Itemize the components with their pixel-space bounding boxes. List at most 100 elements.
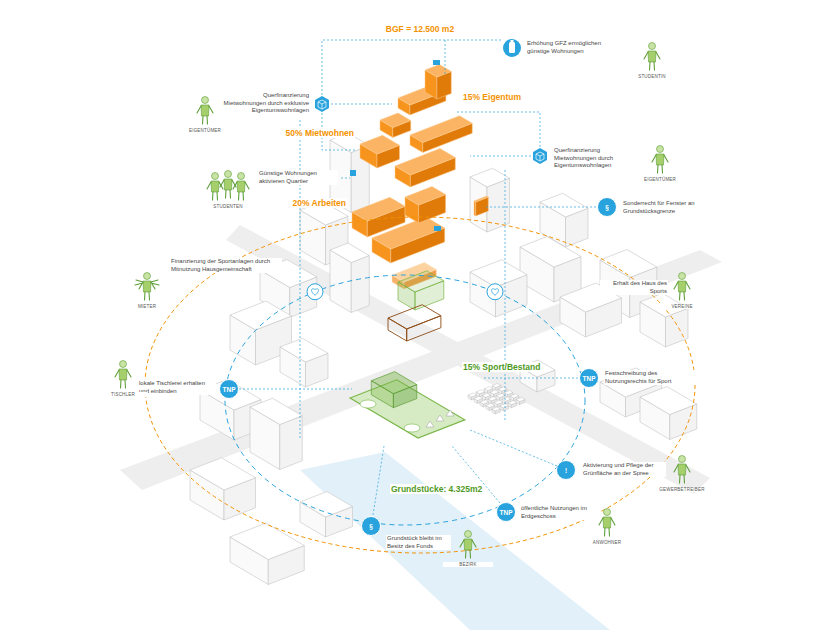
block-face	[640, 387, 697, 415]
orange-ring	[145, 217, 695, 553]
heart-glyph	[492, 289, 499, 296]
figure-limbs	[652, 155, 668, 173]
block-face	[352, 197, 405, 221]
figure-head	[120, 361, 127, 368]
hexagon-icon	[315, 96, 329, 112]
callout-note: Erhöhung GFZ ermöglichen günstige Wohnun…	[526, 40, 626, 55]
leader-line	[486, 207, 596, 208]
figure-body	[201, 105, 209, 116]
person-figure	[135, 273, 159, 301]
heart-icon	[307, 284, 323, 300]
tent	[436, 415, 444, 421]
figure-limbs	[674, 465, 690, 483]
floor-block	[352, 197, 405, 237]
figure-head	[465, 531, 472, 538]
percentage-label: 20% Arbeiten	[291, 198, 347, 208]
block-face	[516, 397, 525, 401]
sports-hall	[371, 372, 417, 408]
person-figure	[233, 173, 249, 201]
figure-caption: ANWOHNER	[582, 540, 632, 545]
figure-limbs	[207, 182, 223, 200]
floor-block	[380, 113, 411, 138]
figure-body	[464, 539, 472, 550]
heart-icon	[487, 284, 503, 300]
figure-head	[657, 146, 664, 153]
icon-symbol: TNP	[583, 375, 596, 382]
blue-ring	[225, 275, 585, 525]
person-figure	[652, 146, 668, 174]
figure-head	[202, 97, 209, 104]
marker-square	[350, 170, 356, 176]
callout-note: Erhalt des Haus des Sports	[600, 280, 668, 295]
marker-square	[434, 226, 441, 231]
figure-body	[648, 51, 656, 62]
block-face	[494, 400, 503, 404]
percentage-label: 15% Eigentum	[462, 92, 522, 102]
block-face	[492, 407, 501, 411]
context-building	[640, 387, 697, 440]
leader-line	[505, 170, 506, 420]
heart-circle	[487, 284, 503, 300]
heart-circle	[307, 284, 323, 300]
figure-body	[119, 369, 127, 380]
figure-head	[679, 456, 686, 463]
block-face	[480, 400, 489, 404]
hexagon-icon	[533, 148, 547, 164]
figure-caption: EIGENTÜMER	[180, 128, 230, 133]
callout-note: Querfinanzierung Mietwohnungen durch Eig…	[553, 147, 643, 170]
block-face	[398, 271, 444, 292]
area-label: BGF = 12.500 m2	[385, 24, 455, 34]
figure-body	[211, 181, 219, 192]
person-figure	[674, 273, 690, 301]
figure-caption: EIGENTÜMER	[635, 177, 685, 182]
seating-block	[492, 407, 501, 414]
figure-limbs	[135, 280, 159, 300]
figure-caption: MIETER	[122, 304, 172, 309]
icon-circle: §	[361, 516, 381, 536]
block-face	[492, 383, 501, 387]
floor-block	[474, 196, 488, 216]
block-face	[468, 393, 477, 397]
leader-line	[470, 156, 531, 157]
leader-line	[445, 40, 446, 74]
block-face	[600, 250, 657, 278]
figure-body	[224, 179, 232, 190]
block-face	[300, 492, 353, 518]
context-building	[300, 492, 353, 538]
icon-circle	[503, 39, 521, 57]
person-figure	[599, 509, 615, 537]
block-face	[410, 116, 472, 143]
figure-head	[144, 273, 151, 280]
block-face	[470, 260, 527, 287]
figure-body	[678, 464, 686, 475]
floor-block	[360, 135, 400, 168]
seating-block	[516, 397, 525, 404]
block-face	[388, 318, 407, 341]
block-face	[230, 523, 304, 560]
icon-symbol: !	[565, 467, 567, 474]
heart-glyph	[312, 289, 319, 296]
context-building	[330, 243, 369, 313]
icon-circle: TNP	[219, 379, 239, 399]
area-label: Grundstücke: 4.325m2	[390, 484, 483, 494]
figure-limbs	[197, 106, 213, 124]
block-face	[500, 404, 509, 408]
sport-field	[404, 424, 420, 432]
leader-line	[300, 120, 301, 440]
block-face	[395, 149, 455, 176]
icon-symbol: TNP	[223, 386, 236, 393]
block-face	[474, 196, 488, 202]
block-face	[388, 305, 441, 329]
callout-note: öffentliche Nutzungen im Erdgeschoss	[520, 505, 600, 520]
leader-line	[482, 378, 578, 379]
street	[226, 225, 710, 494]
figure-caption: STUDENTIN	[627, 74, 677, 79]
leader-line	[455, 112, 540, 147]
block-face	[330, 243, 369, 263]
leader-line	[239, 389, 352, 390]
icon-glyph	[318, 100, 326, 109]
seating-block	[500, 404, 509, 411]
floor-block	[395, 149, 455, 188]
figure-body	[237, 181, 245, 192]
